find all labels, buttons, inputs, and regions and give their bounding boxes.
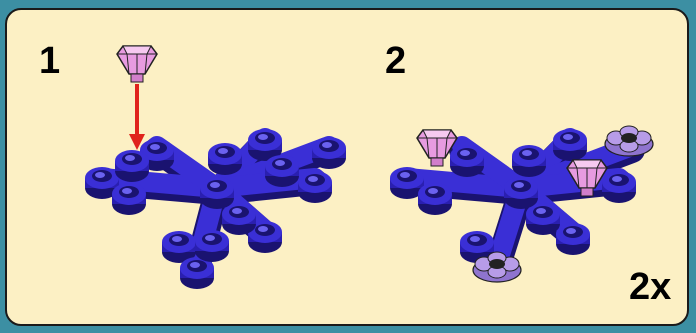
crystal-piece	[117, 46, 157, 82]
insert-arrow	[129, 84, 145, 150]
assembly-illustration	[7, 10, 689, 326]
step-1-plate	[85, 129, 346, 289]
instruction-panel: 1 2 2x	[5, 8, 689, 326]
flower-piece-top	[605, 126, 653, 156]
